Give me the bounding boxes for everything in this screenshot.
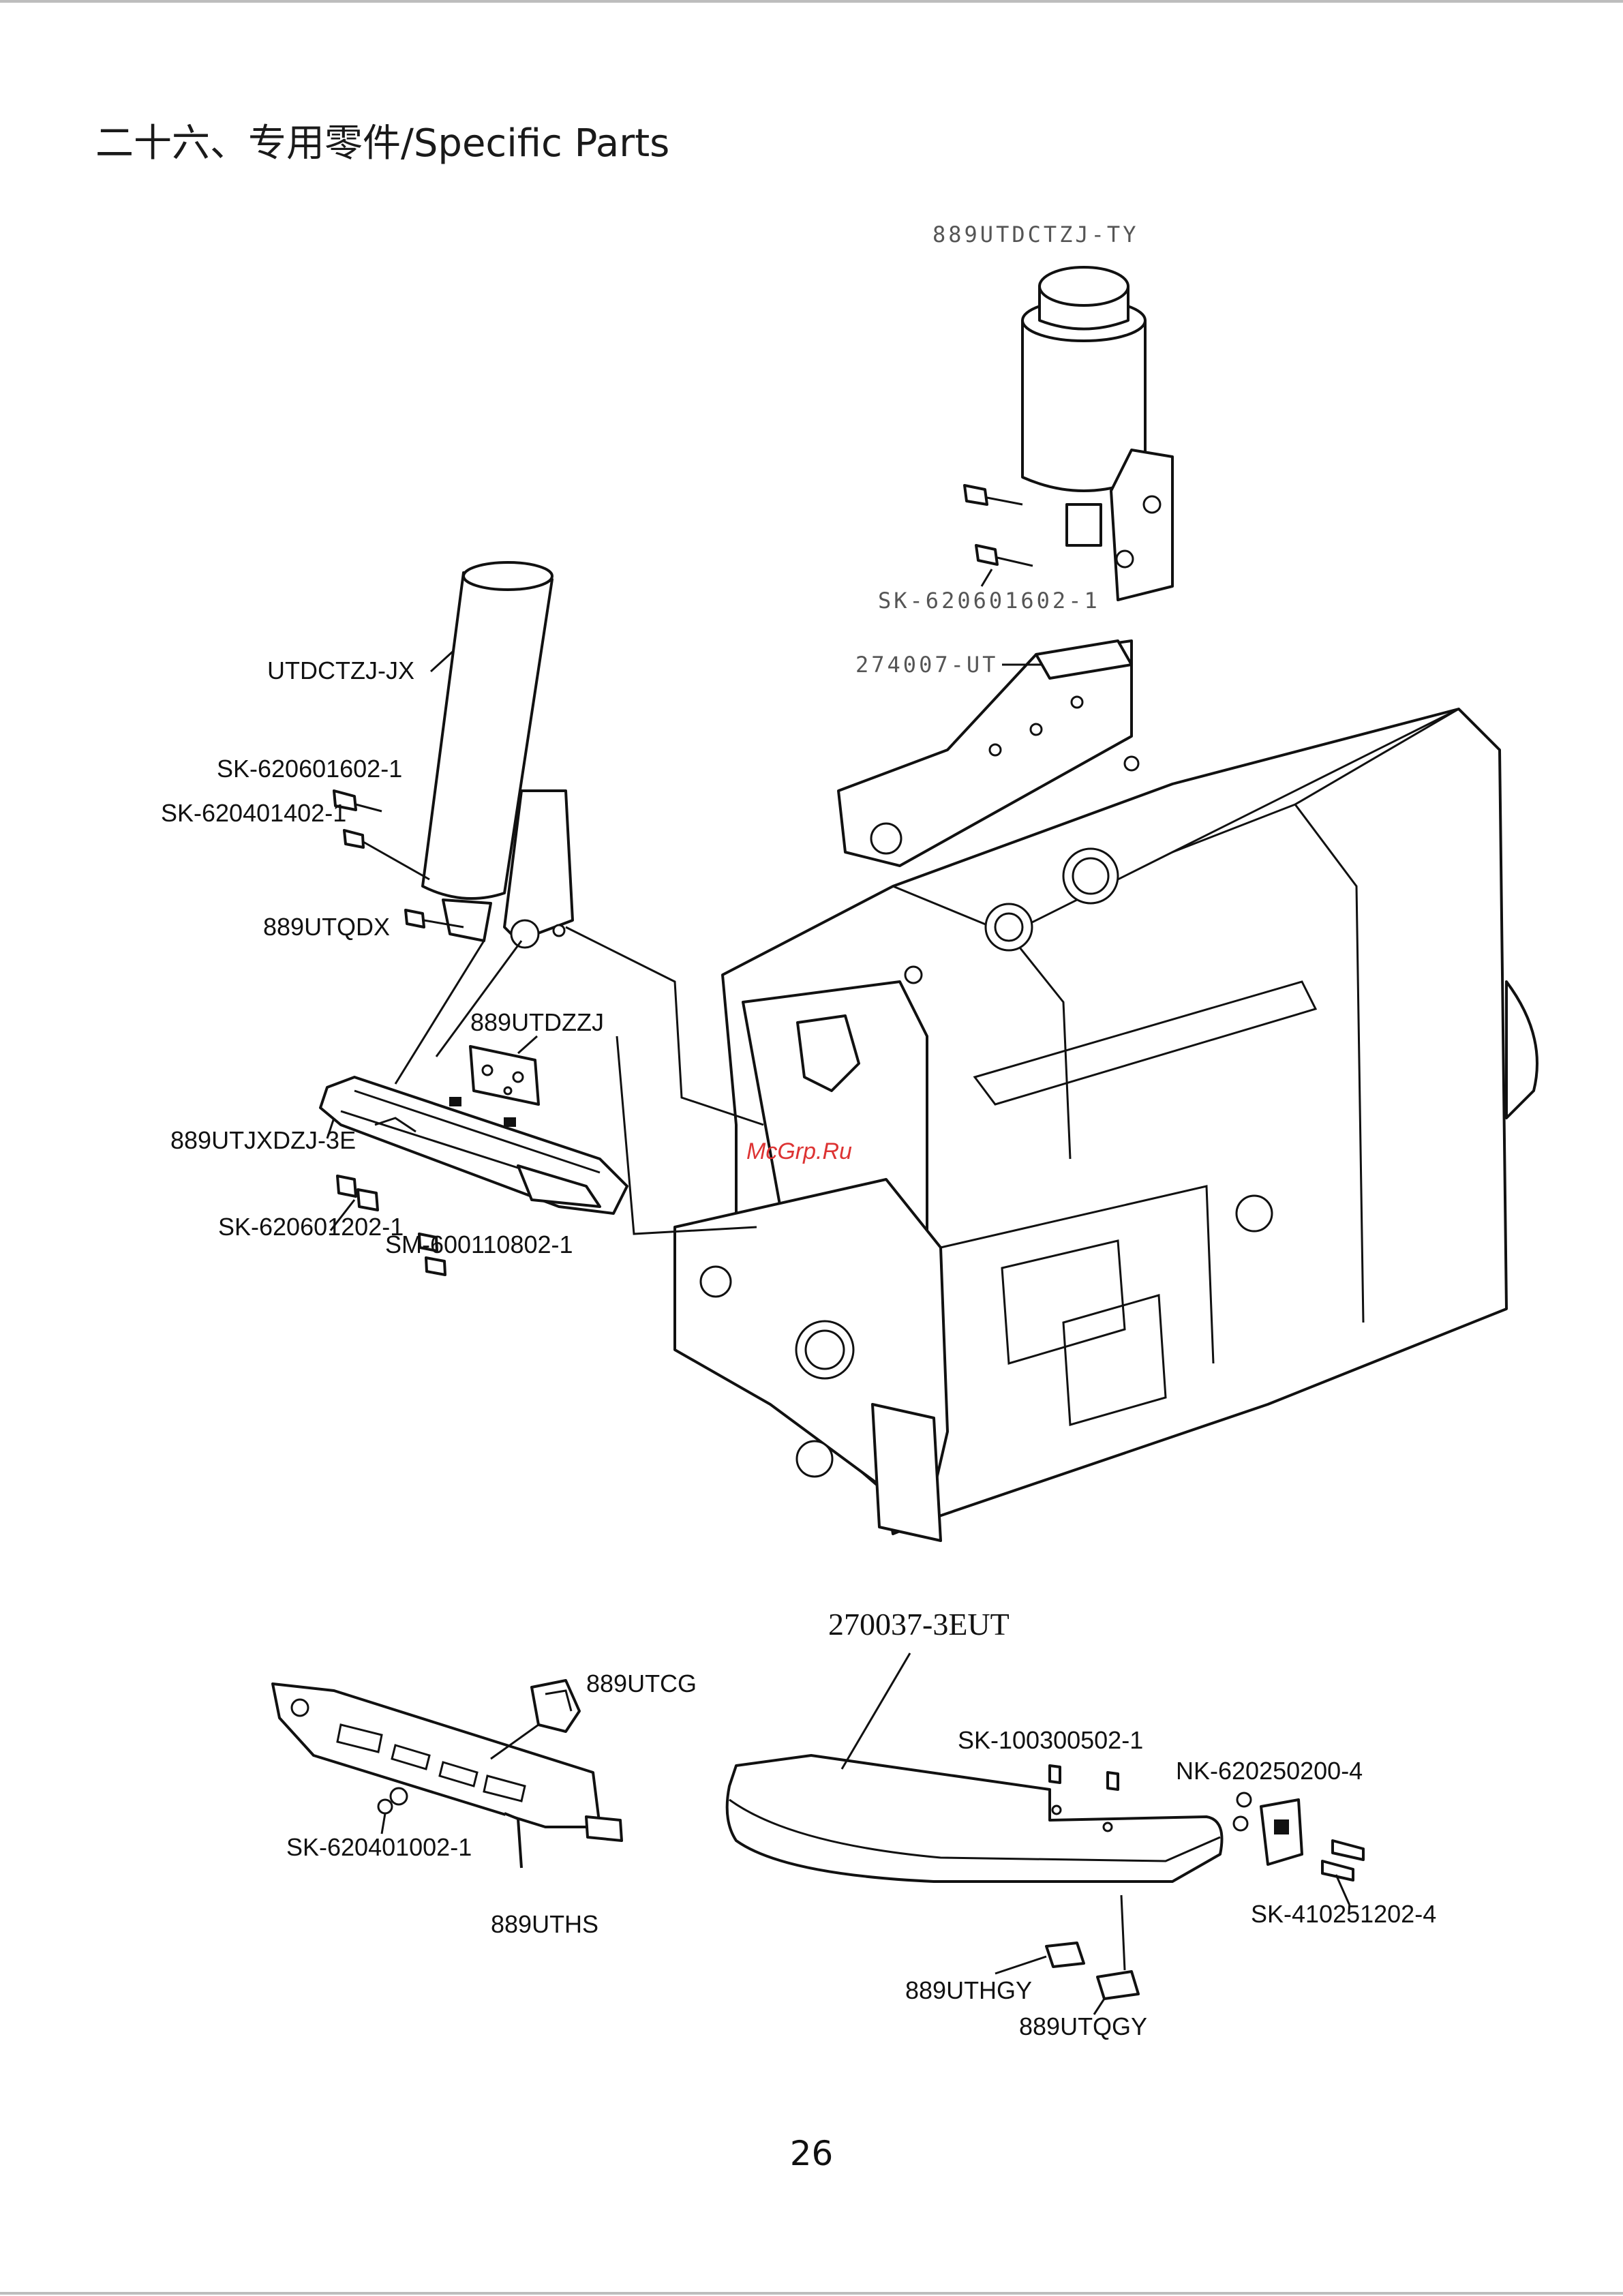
label-sm-600110802-1: SM-600110802-1 <box>385 1230 573 1258</box>
screws-sk-410251202-4 <box>1322 1841 1363 1905</box>
label-889utdctzj-ty: 889UTDCTZJ-TY <box>932 222 1138 247</box>
watermark: McGrp.Ru <box>746 1138 852 1164</box>
label-sk-410251202-4: SK-410251202-4 <box>1251 1900 1436 1928</box>
label-889utqgy: 889UTQGY <box>1019 2012 1147 2040</box>
label-nk-620250200-4: NK-620250200-4 <box>1176 1757 1363 1785</box>
page-number: 26 <box>0 2134 1623 2173</box>
solenoid-utdctzj-jx <box>423 562 573 948</box>
label-889utqdx: 889UTQDX <box>263 913 390 941</box>
label-889uths: 889UTHS <box>491 1910 598 1938</box>
label-889utdzzj: 889UTDZZJ <box>470 1008 604 1036</box>
label-889uthgy: 889UTHGY <box>905 1976 1032 2004</box>
label-889utcg: 889UTCG <box>586 1670 697 1697</box>
label-sk-620601202-1: SK-620601202-1 <box>218 1213 404 1241</box>
label-270037-3eut: 270037-3EUT <box>828 1607 1010 1642</box>
block-nk-620250200-4 <box>1234 1793 1302 1864</box>
bracket-889utdzzj <box>470 1046 539 1104</box>
label-utdctzj-jx: UTDCTZJ-JX <box>267 656 414 684</box>
label-sk-100300502-1: SK-100300502-1 <box>958 1726 1143 1754</box>
label-sk-620401002-1: SK-620401002-1 <box>286 1833 472 1861</box>
label-sk-620401402-1: SK-620401402-1 <box>161 799 346 827</box>
label-sk-620601602-1-left: SK-620601602-1 <box>217 755 402 783</box>
screw-sk-620401002-1 <box>378 1800 392 1813</box>
table-270037-3eut <box>727 1653 1222 1882</box>
screws-sk-100300502-1 <box>1050 1766 1118 1789</box>
label-sk-620601602-1-top: SK-620601602-1 <box>878 588 1100 614</box>
label-889utjxdzj-3e: 889UTJXDZJ-3E <box>170 1126 356 1154</box>
screw-sk-620601602-1-top <box>965 485 1033 566</box>
solenoid-889utdctzj-ty <box>1022 267 1172 600</box>
label-274007-ut: 274007-UT <box>855 652 998 678</box>
machine-head-body <box>675 709 1537 1541</box>
